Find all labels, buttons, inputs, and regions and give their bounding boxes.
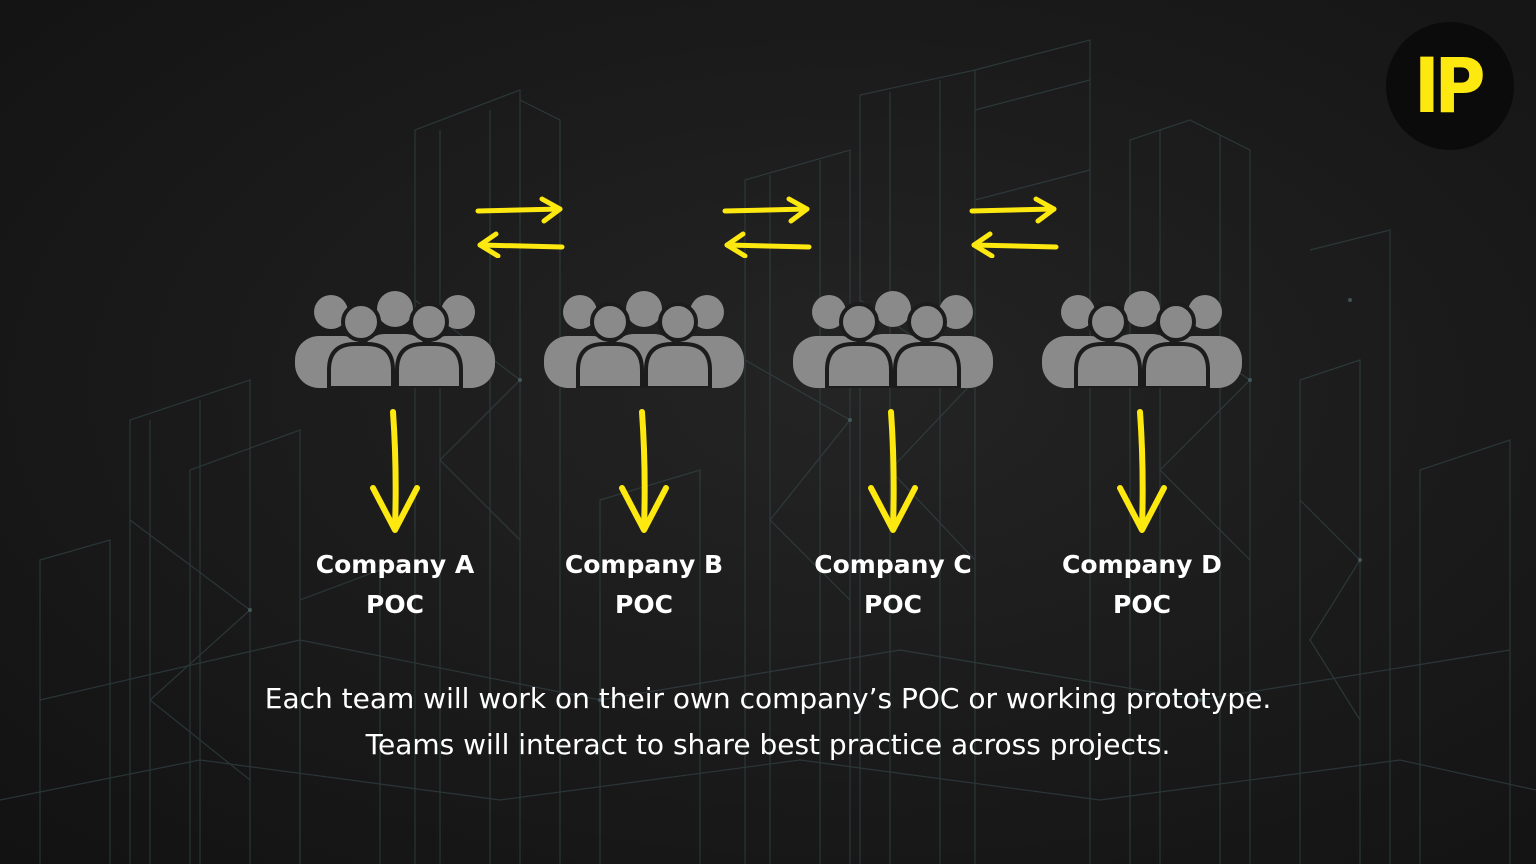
down-arrow-icon (619, 409, 669, 533)
company-name: Company B (564, 550, 724, 579)
team-group-icon (793, 291, 993, 388)
company-deliverable: POC (864, 590, 922, 619)
ip-logo-text: IP (1413, 41, 1486, 130)
exchange-arrows-icon (969, 196, 1059, 258)
company-a-label: Company A POC (275, 545, 515, 625)
exchange-arrows-icon (475, 196, 565, 258)
team-group-icon (544, 291, 744, 388)
ip-logo: IP (1386, 22, 1514, 150)
company-deliverable: POC (366, 590, 424, 619)
company-d-label: Company D POC (1022, 545, 1262, 625)
team-group-icon (1042, 291, 1242, 388)
slide-caption: Each team will work on their own company… (168, 676, 1368, 768)
company-c-label: Company C POC (773, 545, 1013, 625)
caption-line-1: Each team will work on their own company… (264, 682, 1272, 715)
caption-line-2: Teams will interact to share best practi… (365, 728, 1171, 761)
company-name: Company D (1062, 550, 1222, 579)
company-b-label: Company B POC (524, 545, 764, 625)
company-deliverable: POC (615, 590, 673, 619)
company-name: Company C (814, 550, 972, 579)
down-arrow-icon (1117, 409, 1167, 533)
down-arrow-icon (868, 409, 918, 533)
team-group-icon (295, 291, 495, 388)
exchange-arrows-icon (722, 196, 812, 258)
company-deliverable: POC (1113, 590, 1171, 619)
down-arrow-icon (370, 409, 420, 533)
company-name: Company A (315, 550, 475, 579)
